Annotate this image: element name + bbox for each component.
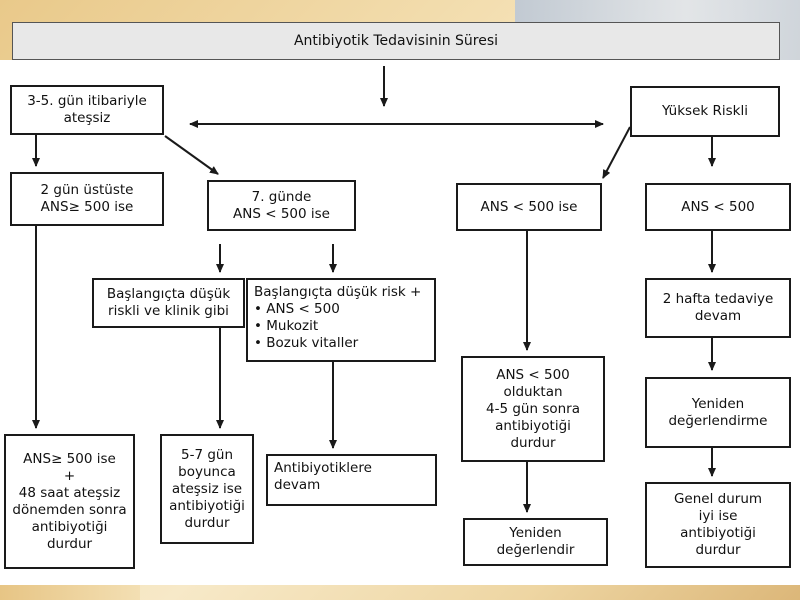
node-initial-low-plus: Başlangıçta düşük risk + • ANS < 500 • M… — [246, 278, 436, 362]
node-initial-low: Başlangıçta düşük riskli ve klinik gibi — [92, 278, 245, 328]
node-continue-antibiotics: Antibiyotiklere devam — [266, 454, 437, 506]
node-high-risk: Yüksek Riskli — [630, 86, 780, 137]
node-afebrile: 3-5. gün itibariyle ateşsiz — [10, 85, 164, 135]
node-stop-5-7: 5-7 gün boyunca ateşsiz ise antibiyotiği… — [160, 434, 254, 544]
node-anc-after: ANS < 500 olduktan 4-5 gün sonra antibiy… — [461, 356, 605, 462]
node-hr-anc-a: ANS < 500 ise — [456, 183, 602, 231]
node-anc-two-days: 2 gün üstüste ANS≥ 500 ise — [10, 172, 164, 226]
node-two-weeks: 2 hafta tedaviye devam — [645, 278, 791, 338]
node-hr-anc-b: ANS < 500 — [645, 183, 791, 231]
node-reevaluation: Yeniden değerlendirme — [645, 377, 791, 448]
node-reevaluate: Yeniden değerlendir — [463, 518, 608, 566]
background-strip — [0, 585, 140, 600]
node-stop-48h: ANS≥ 500 ise + 48 saat ateşsiz dönemden … — [4, 434, 135, 569]
diagram-title: Antibiyotik Tedavisinin Süresi — [12, 22, 780, 60]
node-general-good: Genel durum iyi ise antibiyotiği durdur — [645, 482, 791, 568]
node-day7: 7. günde ANS < 500 ise — [207, 180, 356, 231]
